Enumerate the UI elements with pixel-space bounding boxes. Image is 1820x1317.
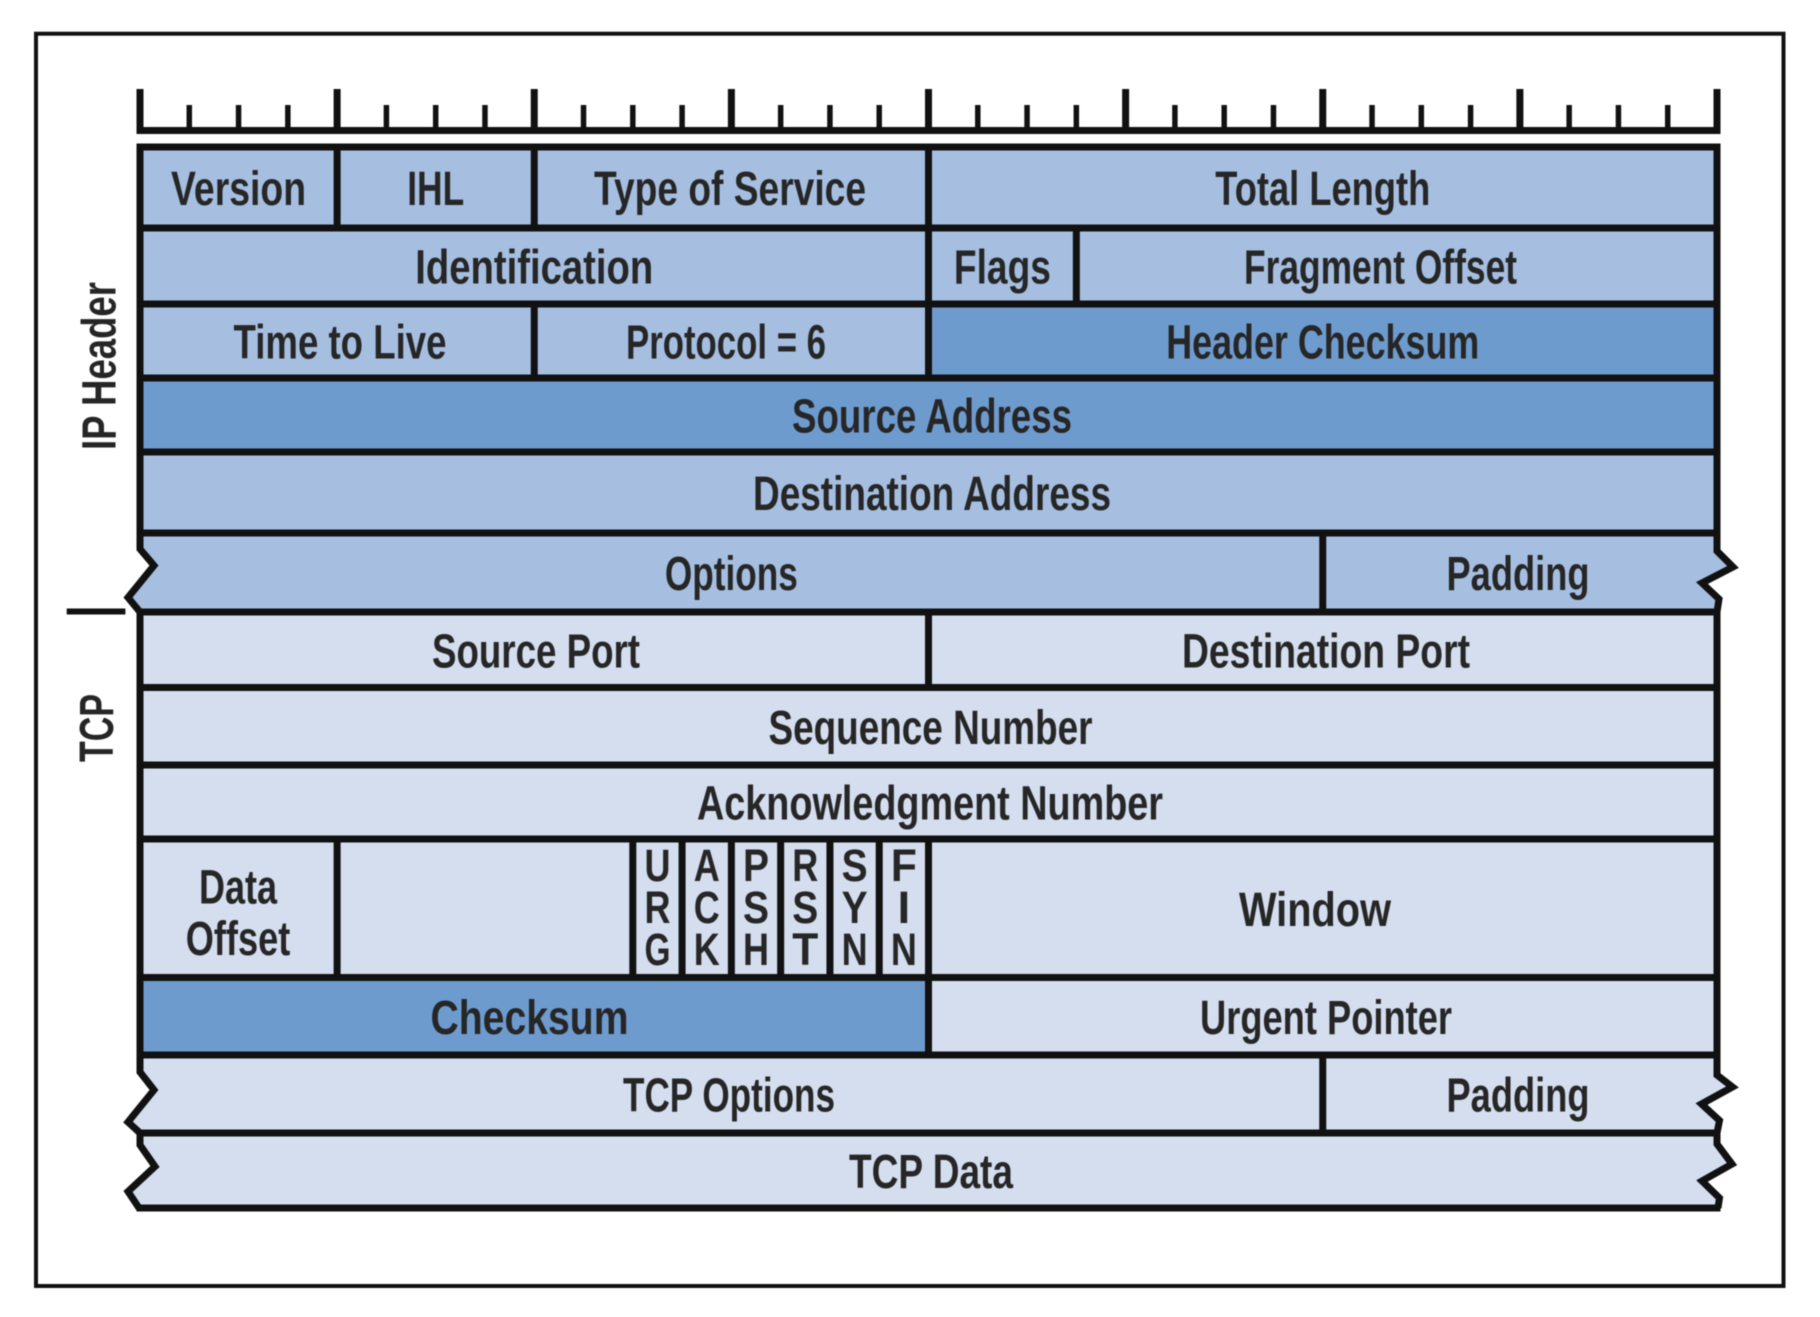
svg-text:Acknowledgment Number: Acknowledgment Number	[697, 778, 1163, 831]
svg-text:Source Address: Source Address	[792, 391, 1072, 444]
svg-text:Protocol = 6: Protocol = 6	[626, 317, 826, 370]
svg-text:Flags: Flags	[954, 242, 1051, 295]
svg-text:S: S	[792, 882, 818, 933]
svg-text:Y: Y	[842, 882, 868, 933]
svg-text:S: S	[743, 882, 769, 933]
svg-text:IHL: IHL	[407, 163, 464, 216]
svg-text:Offset: Offset	[186, 913, 291, 966]
svg-text:G: G	[644, 924, 670, 975]
svg-text:N: N	[842, 924, 868, 975]
svg-text:K: K	[694, 924, 720, 975]
svg-text:Urgent Pointer: Urgent Pointer	[1200, 992, 1452, 1045]
svg-text:Data: Data	[199, 862, 277, 915]
svg-text:Destination Port: Destination Port	[1182, 625, 1470, 678]
svg-text:Identification: Identification	[415, 242, 653, 295]
svg-text:U: U	[644, 840, 670, 891]
svg-text:S: S	[842, 840, 868, 891]
svg-text:Time to Live: Time to Live	[234, 317, 447, 370]
svg-text:Options: Options	[665, 548, 798, 601]
svg-text:Header Checksum: Header Checksum	[1166, 317, 1479, 370]
svg-text:R: R	[792, 840, 818, 891]
svg-text:N: N	[891, 924, 917, 975]
svg-text:F: F	[891, 840, 917, 891]
svg-text:P: P	[743, 840, 769, 891]
svg-text:IP Header: IP Header	[74, 282, 127, 450]
svg-text:Source Port: Source Port	[432, 625, 640, 678]
svg-text:T: T	[792, 924, 818, 975]
svg-text:TCP: TCP	[71, 694, 124, 762]
svg-text:H: H	[743, 924, 769, 975]
svg-text:Total Length: Total Length	[1215, 163, 1430, 216]
svg-text:A: A	[694, 840, 720, 891]
svg-text:R: R	[644, 882, 670, 933]
svg-text:Sequence Number: Sequence Number	[769, 702, 1093, 755]
svg-text:TCP Options: TCP Options	[623, 1070, 835, 1123]
svg-text:Padding: Padding	[1447, 548, 1590, 601]
svg-text:C: C	[694, 882, 720, 933]
svg-text:Fragment Offset: Fragment Offset	[1244, 242, 1517, 295]
svg-text:TCP Data: TCP Data	[849, 1146, 1013, 1199]
svg-text:Padding: Padding	[1447, 1070, 1590, 1123]
svg-text:Window: Window	[1239, 884, 1392, 937]
svg-text:Destination Address: Destination Address	[753, 468, 1111, 521]
svg-text:Version: Version	[171, 163, 306, 216]
svg-text:Checksum: Checksum	[431, 992, 629, 1045]
svg-text:I: I	[898, 882, 911, 933]
svg-text:Type of Service: Type of Service	[594, 163, 866, 216]
